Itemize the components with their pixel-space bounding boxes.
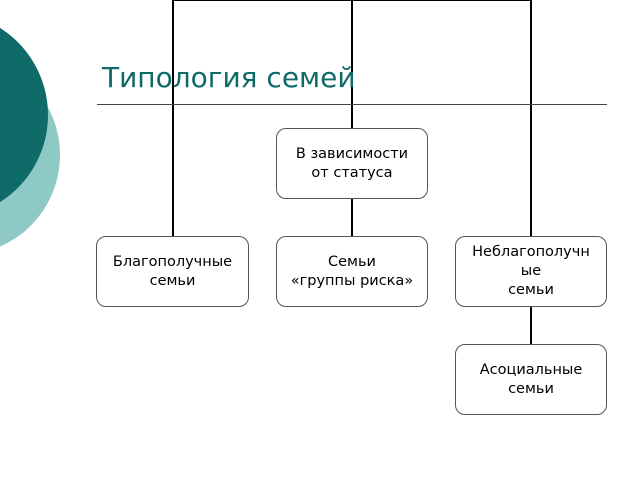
node-wealthy-families-label: Благополучные семьи	[112, 253, 233, 289]
node-by-status: В зависимости от статуса	[276, 128, 428, 199]
node-troubled-families: Неблагополучн ые семьи	[455, 236, 607, 307]
node-troubled-families-label: Неблагополучн ые семьи	[472, 244, 590, 298]
node-asocial-families-label: Асоциальные семьи	[479, 361, 583, 397]
title-underline	[97, 104, 607, 105]
node-by-status-label: В зависимости от статуса	[295, 145, 409, 181]
slide-title: Типология семей	[102, 61, 356, 94]
node-wealthy-families: Благополучные семьи	[96, 236, 249, 307]
node-risk-group-families: Семьи «группы риска»	[276, 236, 428, 307]
node-asocial-families: Асоциальные семьи	[455, 344, 607, 415]
node-risk-group-families-label: Семьи «группы риска»	[290, 253, 414, 289]
